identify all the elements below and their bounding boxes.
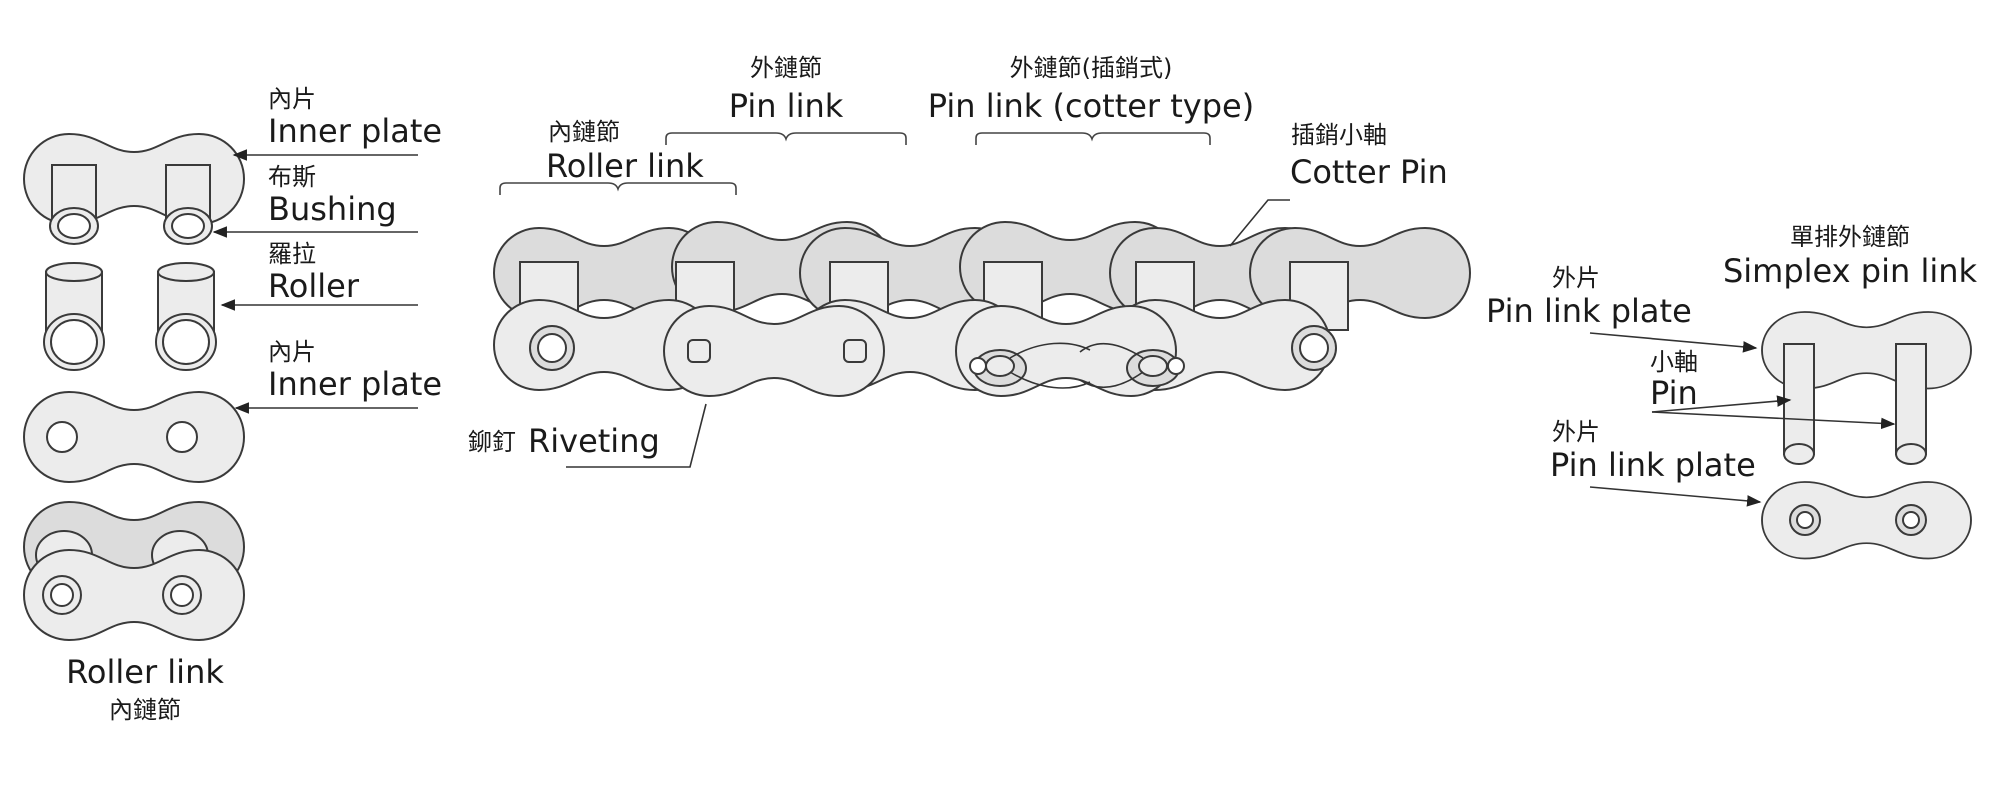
- roller-link-caption: Roller link: [66, 653, 224, 691]
- pin-zh: 小軸: [1650, 348, 1698, 376]
- roller-link-brace: [499, 182, 737, 195]
- roller-zh: 羅拉: [268, 240, 316, 268]
- inner-plate-top-zh: 內片: [268, 85, 316, 113]
- pin-link-plate-top-label: Pin link plate: [1486, 292, 1692, 330]
- roller-parts: [43, 262, 217, 371]
- exploded-view: 內片 Inner plate 布斯 Bushing 羅拉 Roller 內片 I…: [23, 85, 442, 724]
- pin-link-cotter-label: Pin link (cotter type): [928, 87, 1254, 125]
- pin-link-plate-bottom-zh: 外片: [1552, 418, 1600, 446]
- pin-arrow-right: [1651, 411, 1896, 430]
- riveting-leader: [566, 403, 707, 468]
- pin-link-plate-bottom-arrow: [1589, 486, 1762, 507]
- pin-link-plate-top-arrow: [1589, 332, 1758, 353]
- pin-link-cotter-brace: [975, 132, 1211, 145]
- assembled-chain: 內鏈節 Roller link 外鏈節 Pin link 外鏈節(插銷式) Pi…: [468, 54, 1471, 468]
- inner-plate-top-part: [23, 133, 245, 245]
- cotter-pin-leader: [1229, 199, 1290, 247]
- pin-link-plate-top-zh: 外片: [1552, 264, 1600, 292]
- roller-link-caption-zh: 內鏈節: [109, 696, 181, 724]
- inner-plate-top-label: Inner plate: [268, 112, 442, 150]
- roller-link-zh: 內鏈節: [548, 118, 620, 146]
- roller-label: Roller: [268, 267, 360, 305]
- pin-link-plate-bottom-label: Pin link plate: [1550, 446, 1756, 484]
- inner-plate-bottom-label: Inner plate: [268, 365, 442, 403]
- riveting-label: Riveting: [528, 422, 660, 460]
- pin-link-cotter-zh: 外鏈節(插銷式): [1010, 54, 1173, 82]
- simplex-pin-link-view: 單排外鏈節 Simplex pin link 外片 Pin link plate…: [1486, 223, 1978, 560]
- bushing-zh: 布斯: [268, 163, 316, 191]
- pin-arrow-left: [1651, 395, 1792, 413]
- cotter-pin-zh: 插銷小軸: [1291, 121, 1387, 149]
- pin-label: Pin: [1650, 374, 1698, 412]
- roller-link-label: Roller link: [546, 147, 704, 185]
- assembled-roller-link-part: [23, 501, 245, 641]
- inner-plate-bottom-zh: 內片: [268, 338, 316, 366]
- simplex-pin-link-zh: 單排外鏈節: [1790, 223, 1910, 251]
- bushing-label: Bushing: [268, 190, 397, 228]
- cotter-pin-label: Cotter Pin: [1290, 153, 1448, 191]
- cotter-pin-part: [969, 342, 1185, 389]
- inner-plate-bottom-part: [23, 391, 245, 483]
- pin-link-brace: [665, 132, 907, 145]
- pin-link-zh: 外鏈節: [750, 54, 822, 82]
- simplex-pin-link-label: Simplex pin link: [1723, 252, 1978, 290]
- riveting-zh: 鉚釘: [468, 428, 516, 456]
- pin-link-label: Pin link: [729, 87, 844, 125]
